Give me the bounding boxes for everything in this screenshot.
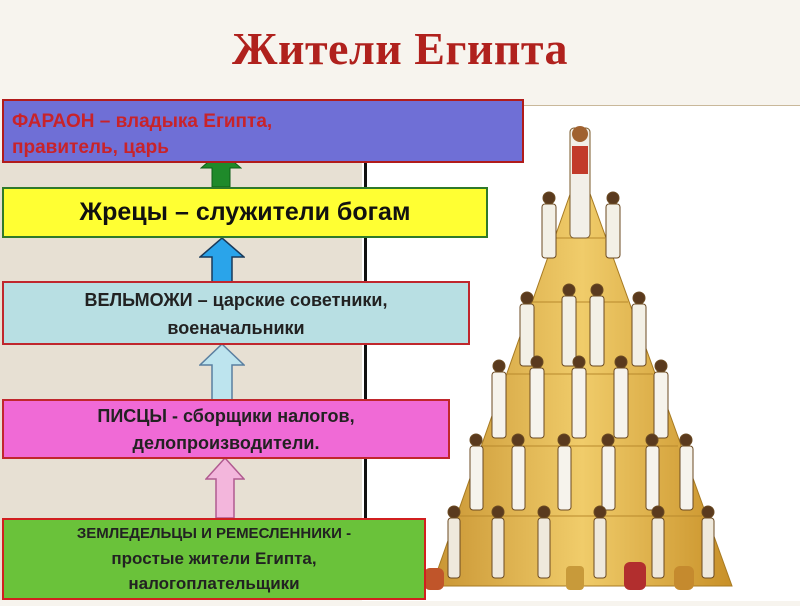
arrow-light-blue: [199, 343, 245, 401]
farmers-box: ЗЕМЛЕДЕЛЬЦЫ И РЕМЕСЛЕННИКИ - простые жит…: [2, 518, 426, 600]
priests-box: Жрецы – служители богам: [2, 187, 488, 238]
nobles-line2: военачальники: [167, 318, 305, 338]
row4-figures: [469, 433, 694, 511]
priests-label: Жрецы – служители богам: [79, 198, 411, 226]
egyptian-social-pyramid-illustration: [424, 126, 733, 590]
farmers-line2: простые жители Египта,: [111, 549, 317, 568]
farmers-line1: ЗЕМЛЕДЕЛЬЦЫ И РЕМЕСЛЕННИКИ -: [76, 525, 352, 542]
ground-objects: [424, 562, 694, 590]
pharaoh-figure: [569, 126, 591, 239]
page-title: Жители Египта: [231, 23, 569, 74]
farmer-figures: [447, 505, 715, 579]
scribes-line2: делопроизводители.: [132, 433, 320, 453]
scribes-box: ПИСЦЫ - сборщики налогов, делопроизводит…: [2, 399, 450, 459]
pharaoh-line2: правитель, царь: [12, 137, 169, 158]
nobles-box: ВЕЛЬМОЖИ – царские советники, военачальн…: [2, 281, 470, 345]
scribes-line1: ПИСЦЫ - сборщики налогов,: [97, 406, 355, 426]
pyramid-illustration-frame: [362, 105, 800, 601]
pharaoh-box: ФАРАОН – владыка Египта, правитель, царь: [2, 99, 524, 163]
arrow-pink: [205, 457, 245, 519]
priest-figures: [541, 191, 621, 259]
farmers-line3: налогоплательщики: [128, 574, 300, 593]
pharaoh-line1: ФАРАОН – владыка Египта,: [12, 111, 273, 132]
scribe-figures: [491, 355, 669, 439]
noble-figures: [519, 283, 647, 367]
divider-line: [364, 160, 367, 600]
nobles-line1: ВЕЛЬМОЖИ – царские советники,: [84, 290, 388, 310]
arrow-blue: [199, 237, 245, 283]
